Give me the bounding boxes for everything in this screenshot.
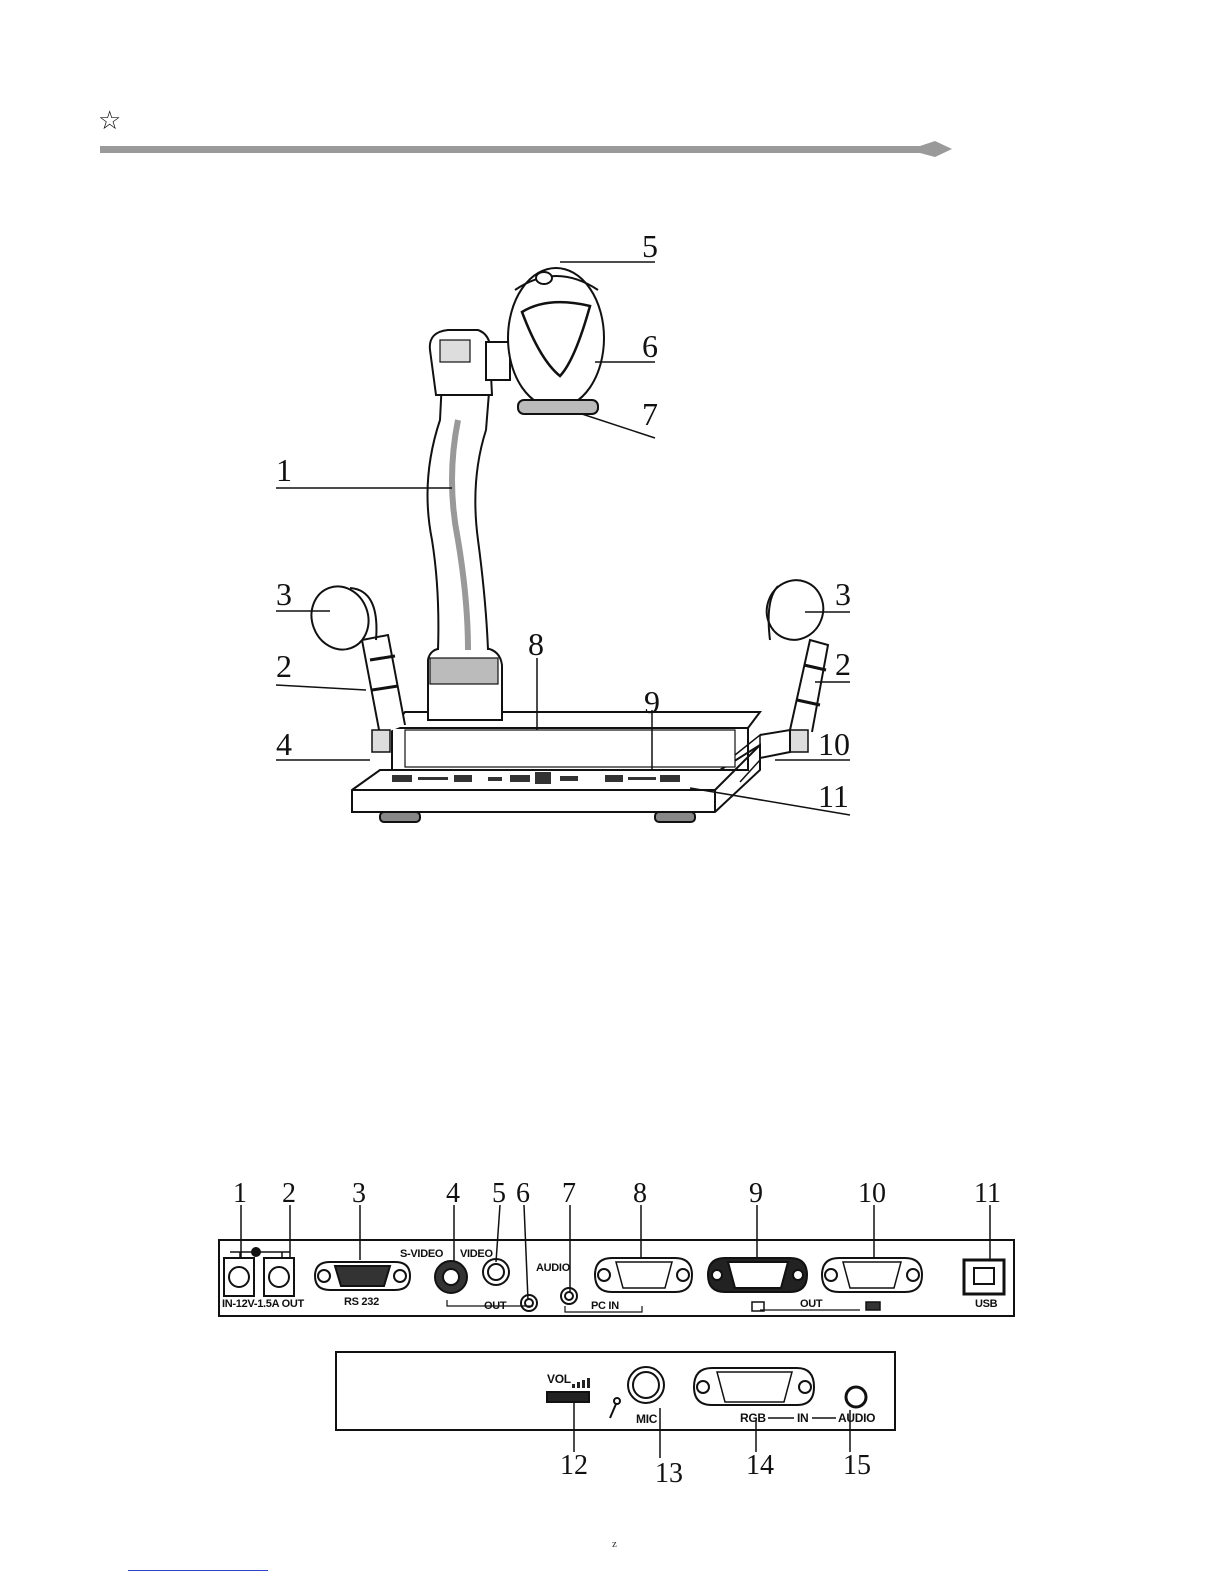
footer-link-underline [128, 1570, 268, 1571]
side-callout-13: 13 [655, 1460, 683, 1488]
out-label: OUT [484, 1300, 506, 1312]
rs232-label: RS 232 [344, 1296, 379, 1308]
mic-label: MIC [636, 1412, 657, 1426]
side-callout-15: 15 [843, 1452, 871, 1480]
rear-callout-11: 11 [974, 1180, 1001, 1208]
usb-label: USB [975, 1298, 997, 1310]
side-callout-14: 14 [746, 1452, 774, 1480]
dc-power-label: IN-12V-1.5A OUT [222, 1298, 304, 1310]
rear-callout-4: 4 [446, 1180, 460, 1208]
rear-callout-8: 8 [633, 1180, 647, 1208]
audio-in-label: AUDIO [536, 1262, 570, 1274]
rear-callout-1: 1 [233, 1180, 247, 1208]
side-callout-12: 12 [560, 1452, 588, 1480]
monitor-out-label: OUT [800, 1298, 822, 1310]
rear-callout-6: 6 [516, 1180, 530, 1208]
vol-label: VOL [547, 1372, 571, 1386]
rear-callout-5: 5 [492, 1180, 506, 1208]
audio-side-label: AUDIO [838, 1411, 875, 1425]
video-label: VIDEO [460, 1248, 493, 1260]
rear-callout-10: 10 [858, 1180, 886, 1208]
rear-callout-2: 2 [282, 1180, 296, 1208]
page-mark: z [612, 1538, 617, 1550]
rear-callout-9: 9 [749, 1180, 763, 1208]
in-label: IN [797, 1411, 808, 1425]
svideo-label: S-VIDEO [400, 1248, 443, 1260]
rear-callout-3: 3 [352, 1180, 366, 1208]
pc-in-label: PC IN [591, 1300, 619, 1312]
rear-callout-7: 7 [562, 1180, 576, 1208]
rgb-label: RGB [740, 1411, 766, 1425]
